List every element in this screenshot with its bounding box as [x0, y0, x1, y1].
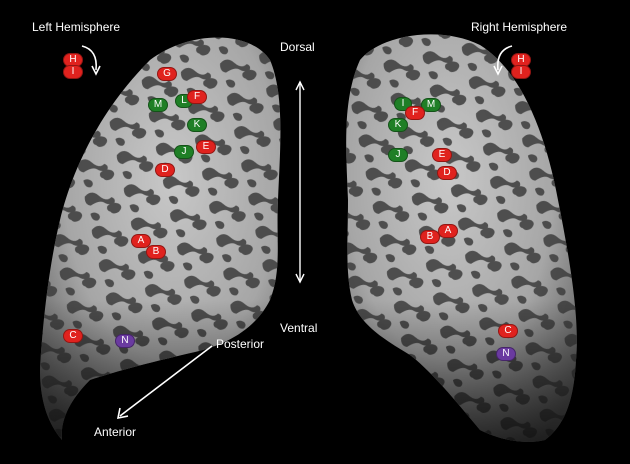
marker-left-m: M: [148, 98, 168, 112]
anterior-label: Anterior: [94, 425, 137, 439]
marker-left-c: C: [63, 329, 83, 343]
marker-left-d: D: [155, 163, 175, 177]
dorsal-label: Dorsal: [280, 40, 315, 54]
right-hemisphere-surface: [346, 34, 577, 442]
marker-left-e: E: [196, 140, 216, 154]
ventral-label: Ventral: [280, 321, 318, 335]
marker-left-b: B: [146, 245, 166, 259]
marker-right-b: B: [420, 230, 440, 244]
dorsal-ventral-arrow: [295, 80, 305, 284]
posterior-anterior-arrow: [116, 345, 213, 420]
marker-right-d: D: [437, 166, 457, 180]
marker-left-j: J: [174, 145, 194, 159]
marker-right-i: I: [511, 65, 531, 79]
rotation-arrow-left: [81, 45, 98, 71]
marker-right-k: K: [388, 118, 408, 132]
right-hemisphere-label: Right Hemisphere: [471, 20, 568, 34]
marker-right-c: C: [498, 324, 518, 338]
marker-left-k: K: [187, 118, 207, 132]
marker-left-h: H: [63, 53, 83, 67]
rotation-arrow-right: [496, 45, 513, 71]
marker-left-f: F: [187, 90, 207, 104]
marker-left-n: N: [115, 334, 135, 348]
marker-right-j: J: [388, 148, 408, 162]
marker-right-n: N: [496, 347, 516, 361]
marker-left-i: I: [63, 65, 83, 79]
marker-right-m: M: [421, 98, 441, 112]
posterior-label: Posterior: [216, 337, 265, 351]
marker-right-a: A: [438, 224, 458, 238]
marker-right-e: E: [432, 148, 452, 162]
marker-left-g: G: [157, 67, 177, 81]
marker-left-a: A: [131, 234, 151, 248]
left-hemisphere-label: Left Hemisphere: [32, 20, 121, 34]
marker-right-f: F: [405, 106, 425, 120]
